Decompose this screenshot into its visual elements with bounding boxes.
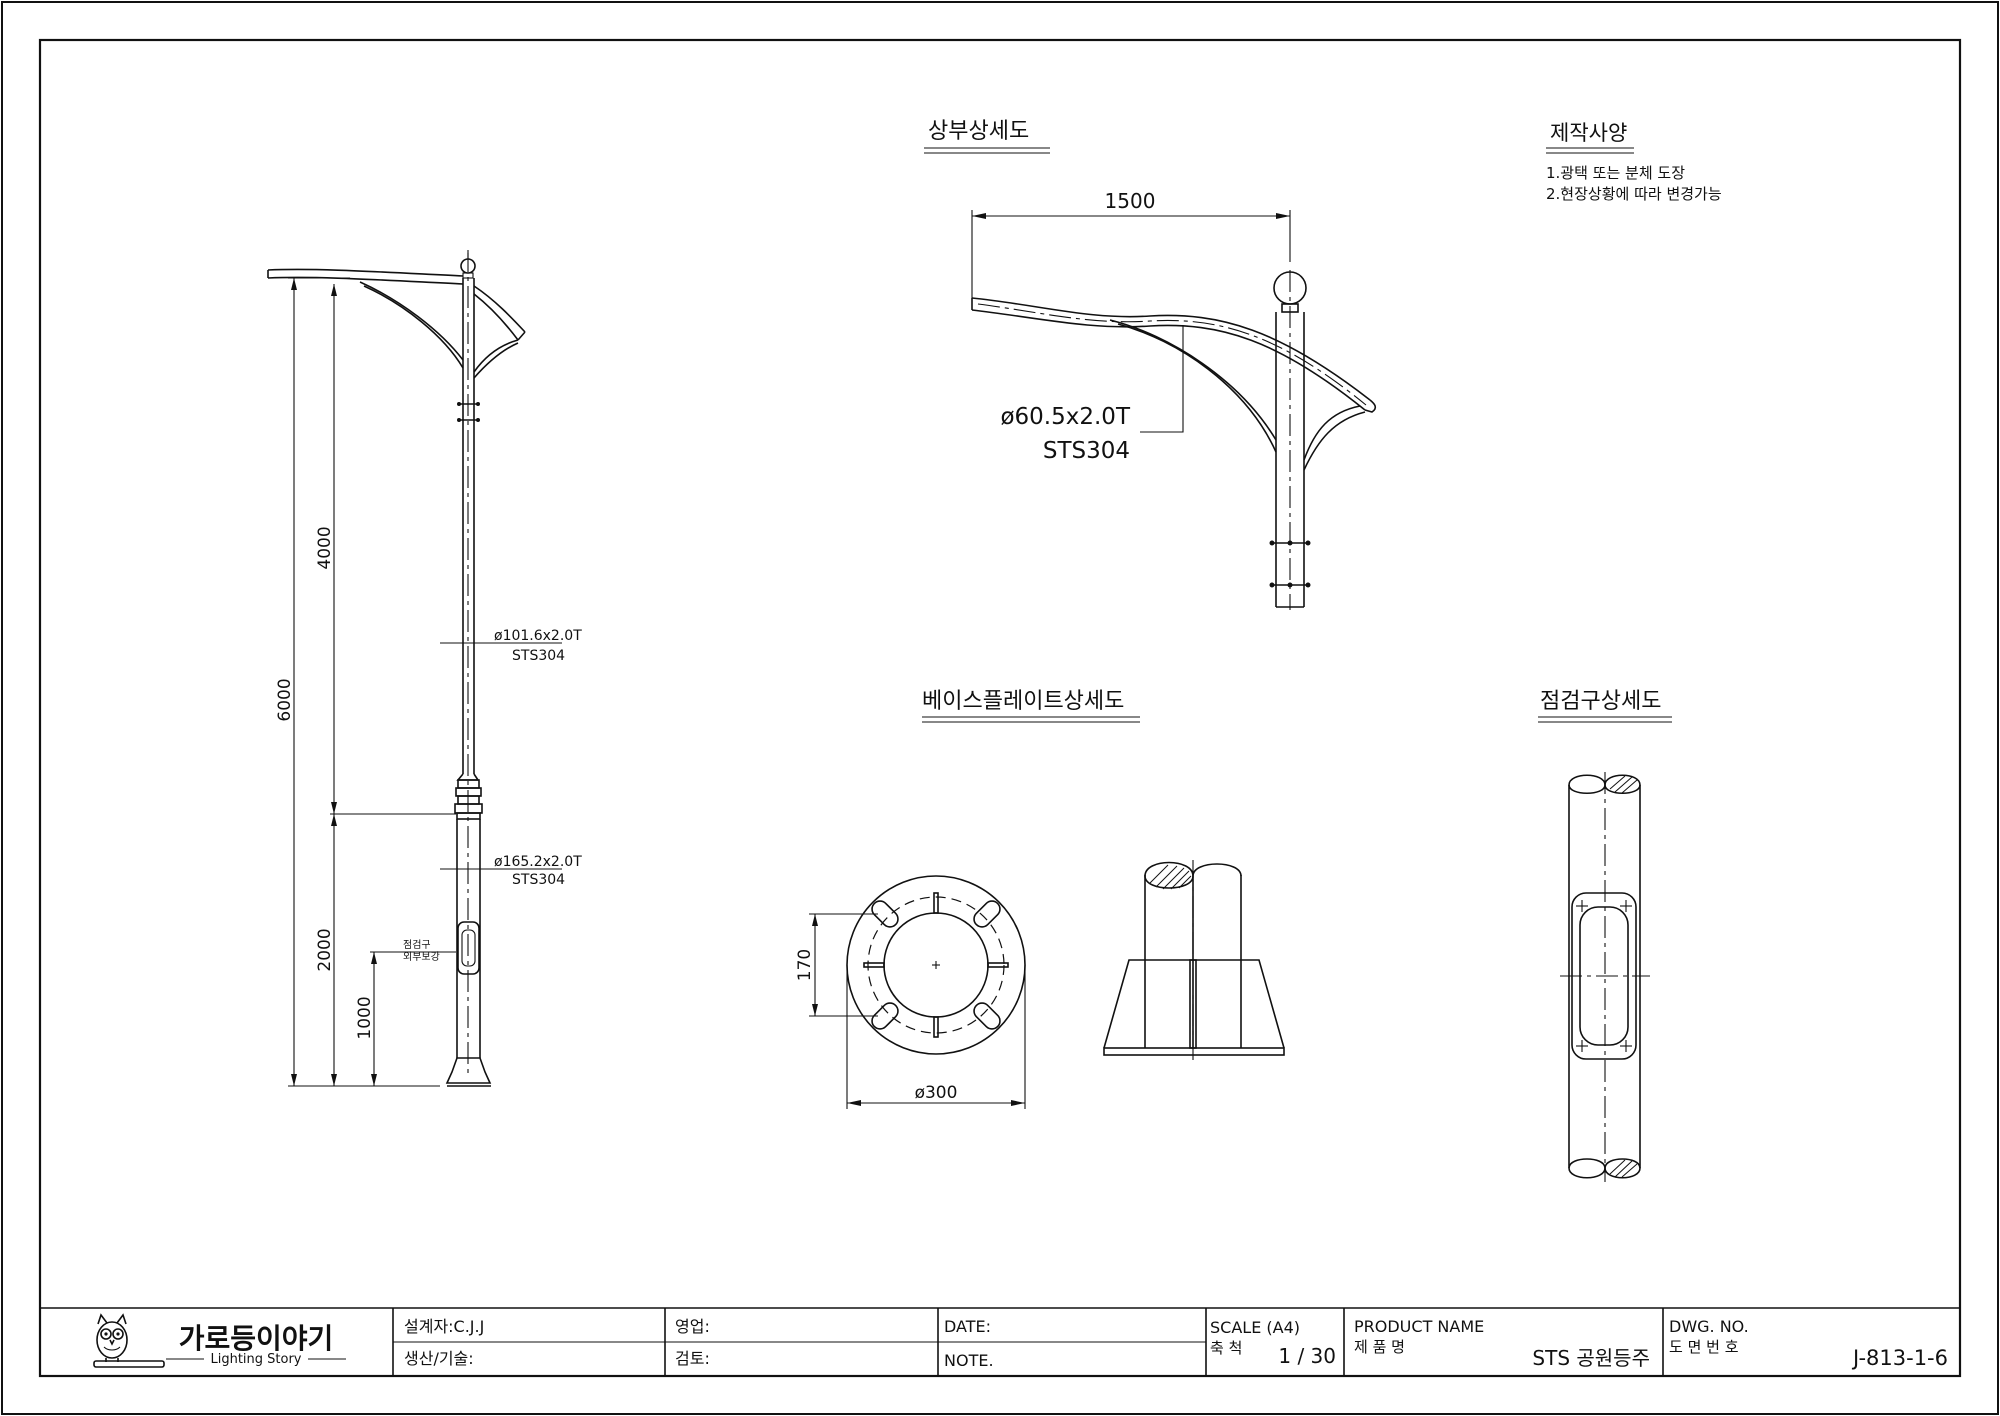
production: 생산/기술: — [404, 1349, 474, 1368]
dim-lower: 2000 — [315, 928, 335, 971]
company-name: 가로등이야기 — [179, 1322, 334, 1355]
product-label: PRODUCT NAME — [1354, 1317, 1484, 1336]
main-pole-view — [267, 250, 562, 1087]
pipe-lower-material: STS304 — [512, 872, 565, 888]
base-plate-detail — [809, 716, 1285, 1109]
top-detail-view — [924, 147, 1377, 610]
product-value: STS 공원등주 — [1532, 1346, 1650, 1370]
owl-logo-icon — [93, 1313, 165, 1368]
spec-item-2: 2.현장상황에 따라 변경가능 — [1546, 185, 1722, 203]
note: NOTE. — [944, 1351, 994, 1370]
pipe-lower-size: ø165.2x2.0T — [494, 854, 582, 870]
dim-bolt: 170 — [795, 949, 815, 981]
scale-value: 1 / 30 — [1278, 1344, 1336, 1368]
dim-plate: ø300 — [915, 1083, 958, 1103]
scale-label: SCALE (A4) — [1210, 1318, 1300, 1337]
access-label-2: 외부보강 — [403, 951, 440, 963]
dim-total: 6000 — [275, 678, 295, 721]
top-detail-title: 상부상세도 — [928, 119, 1029, 144]
review: 검토: — [675, 1349, 710, 1368]
inner-frame — [38, 38, 1962, 1378]
arm-material: STS304 — [1043, 438, 1130, 464]
spec-title: 제작사양 — [1550, 121, 1627, 145]
dwg-value: J-813-1-6 — [1851, 1346, 1948, 1370]
spec-notes: 제작사양 1.광택 또는 분체 도장 2.현장상황에 따라 변경가능 — [1546, 121, 1722, 203]
base-detail-title: 베이스플레이트상세도 — [922, 689, 1124, 714]
dim-upper: 4000 — [315, 526, 335, 569]
base-detail-text: 베이스플레이트상세도 170 ø300 — [795, 689, 1124, 1103]
date: DATE: — [944, 1317, 991, 1336]
pipe-upper-material: STS304 — [512, 648, 565, 664]
access-detail-title: 점검구상세도 — [1540, 689, 1661, 714]
dwg-ko: 도 면 번 호 — [1669, 1338, 1739, 1356]
title-block — [40, 1307, 1960, 1376]
scale-ko: 축 척 — [1210, 1339, 1242, 1357]
dim-access: 1000 — [355, 996, 375, 1039]
access-door-detail — [1538, 716, 1672, 1182]
sales: 영업: — [675, 1317, 710, 1336]
title-block-text: 가로등이야기 Lighting Story 설계자:C.J.J 생산/기술: 영… — [179, 1317, 1948, 1370]
arm-size: ø60.5x2.0T — [1000, 404, 1130, 430]
main-view-dimension-text: 6000 4000 2000 1000 ø101.6x2.0T STS304 ø… — [275, 526, 582, 1039]
top-detail-text: 상부상세도 1500 ø60.5x2.0T STS304 — [928, 119, 1155, 464]
product-ko: 제 품 명 — [1354, 1338, 1405, 1356]
dim-span: 1500 — [1105, 189, 1156, 213]
pipe-upper-size: ø101.6x2.0T — [494, 628, 582, 644]
designer: 설계자:C.J.J — [404, 1317, 484, 1336]
company-sub: Lighting Story — [210, 1352, 301, 1367]
access-label-1: 점검구 — [403, 939, 431, 951]
spec-item-1: 1.광택 또는 분체 도장 — [1546, 164, 1685, 182]
dwg-label: DWG. NO. — [1669, 1317, 1749, 1336]
